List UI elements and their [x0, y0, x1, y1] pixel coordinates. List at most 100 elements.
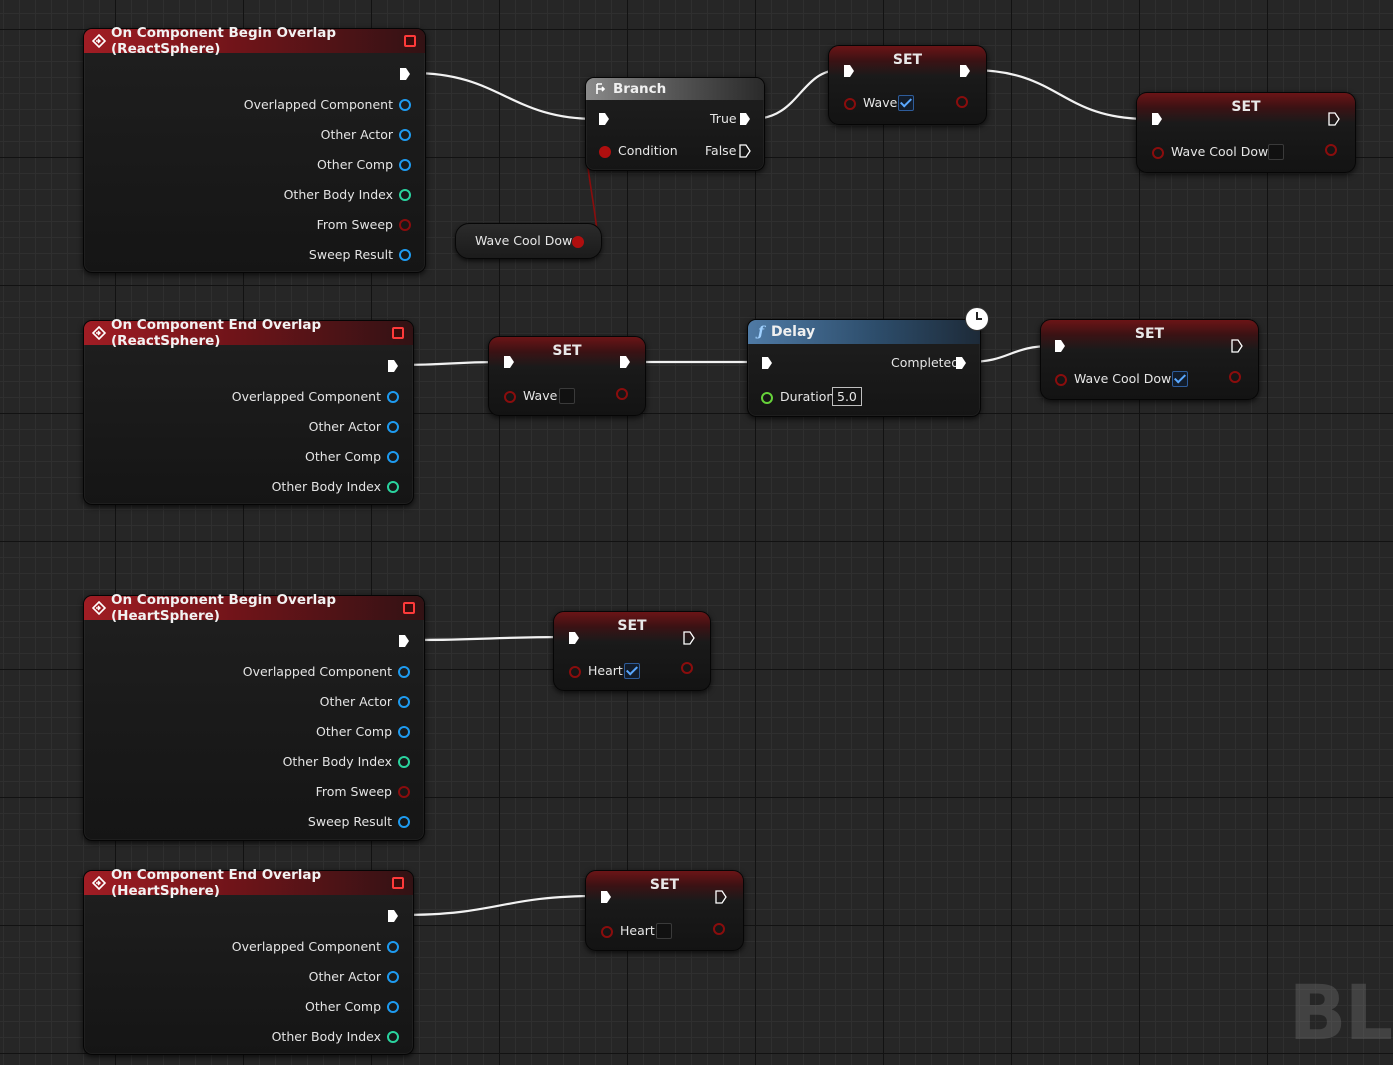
true-label: True	[710, 111, 737, 126]
pin-row-sweep-result: Sweep Result	[308, 814, 410, 829]
struct-pin-icon[interactable]	[399, 248, 411, 261]
bool-output-pin-icon[interactable]	[713, 923, 725, 935]
event-delegate-pin[interactable]	[404, 35, 416, 47]
bool-input-pin-icon[interactable]	[504, 391, 516, 403]
exec-out-pin[interactable]	[619, 355, 631, 369]
bool-input-pin-icon[interactable]	[1055, 374, 1067, 386]
set-wave-cool-down-true-node[interactable]: SET Wave Cool Down	[1040, 319, 1259, 400]
struct-pin-icon[interactable]	[398, 815, 410, 828]
object-pin-icon[interactable]	[398, 725, 410, 738]
pin-row-from-sweep: From Sweep	[316, 784, 410, 799]
get-wave-cool-down-node[interactable]: Wave Cool Down	[455, 223, 602, 259]
event-delegate-pin[interactable]	[392, 327, 404, 339]
condition-label: Condition	[618, 143, 678, 158]
exec-out-pin[interactable]	[399, 67, 411, 81]
variable-label: Heart	[588, 663, 623, 678]
object-pin-icon[interactable]	[398, 665, 410, 678]
pin-row-overlapped-component: Overlapped Component	[244, 97, 411, 112]
bool-output-pin-icon[interactable]	[1325, 144, 1337, 156]
bool-output-pin-icon[interactable]	[681, 662, 693, 674]
exec-out-pin[interactable]	[387, 909, 399, 923]
object-pin-icon[interactable]	[399, 158, 411, 171]
set-heart-false-node[interactable]: SET Heart	[585, 870, 744, 951]
object-pin-icon[interactable]	[399, 128, 411, 141]
object-pin-icon[interactable]	[387, 450, 399, 463]
bool-input-pin-icon[interactable]	[844, 98, 856, 110]
set-wave-true-node[interactable]: SET Wave	[828, 45, 987, 125]
exec-in-pin[interactable]	[598, 112, 610, 126]
exec-true-pin[interactable]	[739, 112, 751, 126]
object-pin-icon[interactable]	[398, 695, 410, 708]
event-node-begin-overlap-heart[interactable]: On Component Begin Overlap (HeartSphere)…	[83, 592, 425, 841]
bool-input-pin-icon[interactable]	[569, 666, 581, 678]
duration-label: Duration	[780, 389, 835, 404]
bool-output-pin-icon[interactable]	[956, 96, 968, 108]
exec-false-pin[interactable]	[739, 144, 751, 158]
delay-title: Delay	[771, 324, 816, 340]
bool-pin-icon[interactable]	[398, 785, 410, 798]
set-wave-false-node[interactable]: SET Wave	[488, 336, 646, 416]
object-pin-icon[interactable]	[387, 970, 399, 983]
event-node-end-overlap-react[interactable]: On Component End Overlap (ReactSphere) O…	[83, 317, 414, 505]
exec-out-pin[interactable]	[387, 359, 399, 373]
exec-out-pin[interactable]	[959, 64, 971, 78]
pin-row-other-actor: Other Actor	[320, 694, 410, 709]
delay-header: ƒ Delay	[748, 320, 980, 344]
wave-checkbox[interactable]	[898, 95, 914, 111]
variable-label: Wave Cool Down	[475, 233, 581, 248]
event-delegate-pin[interactable]	[403, 602, 415, 614]
set-wave-cool-down-false-node[interactable]: SET Wave Cool Down	[1136, 92, 1356, 173]
branch-node[interactable]: Branch Condition True False	[585, 77, 765, 171]
event-node-end-overlap-heart[interactable]: On Component End Overlap (HeartSphere) O…	[83, 867, 414, 1055]
bool-input-pin-icon[interactable]	[601, 926, 613, 938]
integer-pin-icon[interactable]	[387, 480, 399, 493]
bool-output-pin-icon[interactable]	[616, 388, 628, 400]
condition-pin-icon[interactable]	[599, 146, 611, 158]
delay-node[interactable]: ƒ Delay Completed Duration 5.0	[747, 319, 981, 417]
exec-out-pin[interactable]	[683, 631, 695, 645]
bool-output-pin-icon[interactable]	[572, 236, 584, 248]
float-pin-icon[interactable]	[761, 392, 773, 404]
integer-pin-icon[interactable]	[387, 1030, 399, 1043]
bool-pin-icon[interactable]	[399, 218, 411, 231]
wave-checkbox[interactable]	[559, 388, 575, 404]
event-title: On Component End Overlap (HeartSphere)	[111, 867, 322, 899]
duration-input[interactable]: 5.0	[832, 387, 862, 406]
pin-row-other-comp: Other Comp	[305, 999, 399, 1014]
exec-in-pin[interactable]	[761, 356, 773, 370]
exec-in-pin[interactable]	[568, 631, 580, 645]
exec-in-pin[interactable]	[1151, 112, 1163, 126]
exec-in-pin[interactable]	[843, 64, 855, 78]
exec-out-pin[interactable]	[1328, 112, 1340, 126]
event-node-begin-overlap-react[interactable]: On Component Begin Overlap (ReactSphere)…	[83, 25, 426, 273]
object-pin-icon[interactable]	[399, 98, 411, 111]
wave-cool-down-checkbox[interactable]	[1268, 144, 1284, 160]
variable-label: Wave Cool Down	[1074, 371, 1180, 386]
wave-cool-down-checkbox[interactable]	[1172, 371, 1188, 387]
heart-checkbox[interactable]	[656, 923, 672, 939]
event-diamond-icon	[92, 876, 106, 890]
blueprint-watermark: BL	[1288, 968, 1393, 1057]
exec-out-pin[interactable]	[398, 634, 410, 648]
exec-wire-end-react-to-set-wave	[400, 360, 501, 367]
object-pin-icon[interactable]	[387, 940, 399, 953]
function-icon: ƒ	[758, 324, 765, 340]
object-pin-icon[interactable]	[387, 420, 399, 433]
event-diamond-icon	[92, 326, 106, 340]
heart-checkbox[interactable]	[624, 663, 640, 679]
exec-out-pin[interactable]	[1231, 339, 1243, 353]
exec-in-pin[interactable]	[600, 890, 612, 904]
bool-output-pin-icon[interactable]	[1229, 371, 1241, 383]
event-delegate-pin[interactable]	[392, 877, 404, 889]
exec-completed-pin[interactable]	[955, 356, 967, 370]
exec-in-pin[interactable]	[1054, 339, 1066, 353]
bool-input-pin-icon[interactable]	[1152, 147, 1164, 159]
object-pin-icon[interactable]	[387, 1000, 399, 1013]
exec-in-pin[interactable]	[503, 355, 515, 369]
integer-pin-icon[interactable]	[399, 188, 411, 201]
event-title: On Component End Overlap (ReactSphere)	[111, 317, 322, 349]
exec-out-pin[interactable]	[715, 890, 727, 904]
integer-pin-icon[interactable]	[398, 755, 410, 768]
set-heart-true-node[interactable]: SET Heart	[553, 611, 711, 691]
object-pin-icon[interactable]	[387, 390, 399, 403]
